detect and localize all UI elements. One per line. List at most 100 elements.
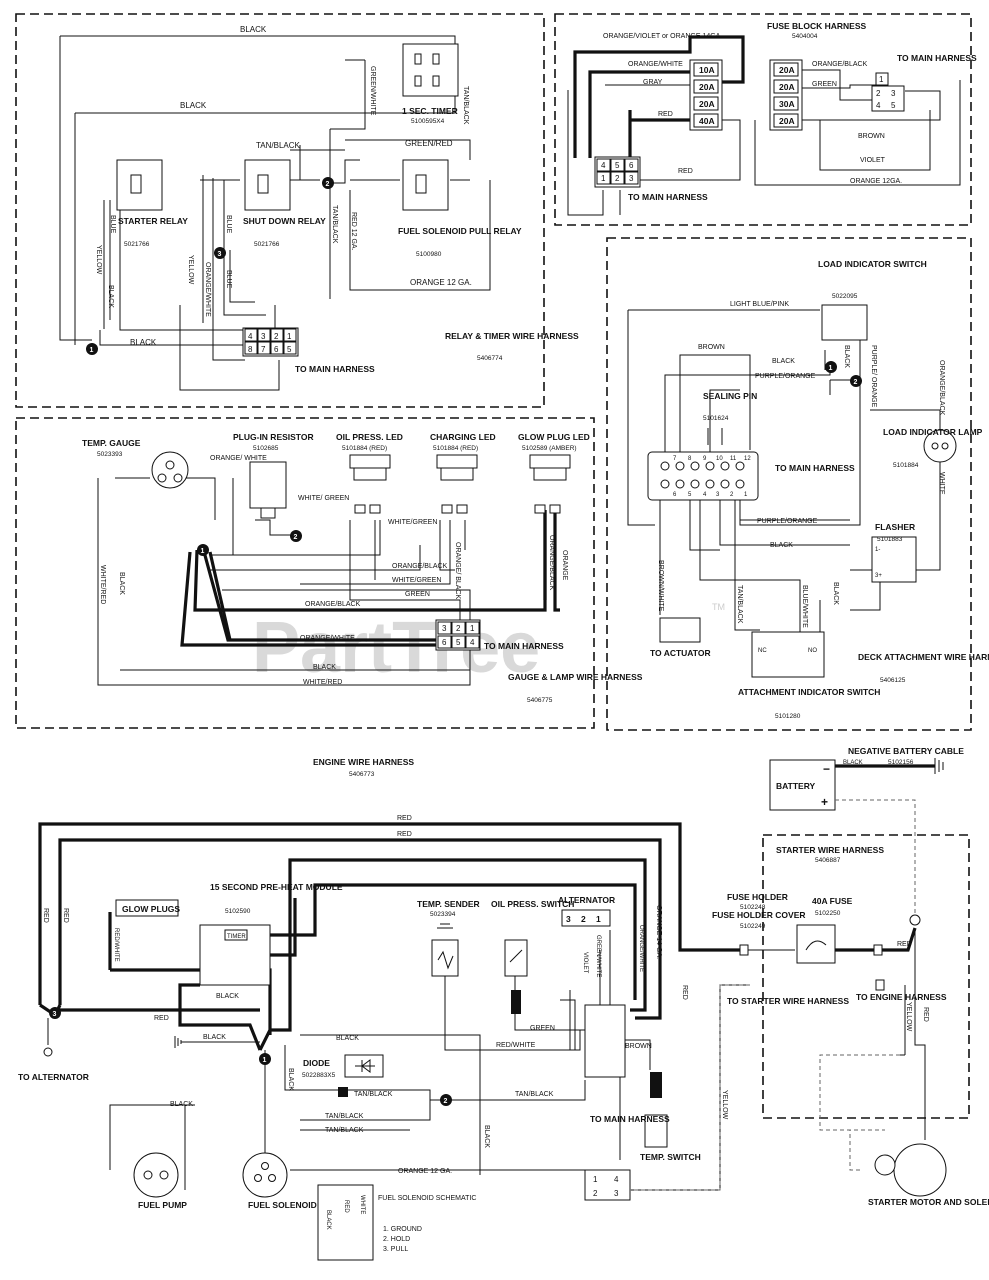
resistor-pn: 5102685 [253, 445, 279, 452]
shutdown-relay-label: SHUT DOWN RELAY [243, 216, 326, 226]
fs-wire: WHITE [359, 1195, 365, 1214]
wire-label: ORANGE/ BLACK [454, 542, 461, 600]
fuse-cover-pn: 5102249 [740, 923, 766, 930]
to-actuator-label: TO ACTUATOR [650, 648, 711, 658]
relay-conn-pin: 3 [261, 332, 266, 341]
fuel-solenoid-label: FUEL SOLENOID [248, 1200, 317, 1210]
wire-label: BLACK [287, 1068, 294, 1091]
flasher-terminal: 3+ [875, 573, 882, 579]
junction-label: 2 [294, 534, 298, 541]
charging-led-label: CHARGING LED [430, 432, 496, 442]
engine-conn-pin: 3 [614, 1189, 619, 1198]
wire-label: RED [154, 1015, 169, 1022]
wire-label: WHITE/RED [99, 565, 106, 604]
engine-conn-pin: 4 [614, 1175, 619, 1184]
wire-label: RED [62, 908, 69, 923]
wire-label: BLACK [336, 1035, 359, 1042]
junction-2 [440, 1094, 452, 1106]
wire-label: RED [42, 908, 49, 923]
neg-cable-pn: 5102156 [888, 759, 914, 766]
watermark: PartTree [252, 608, 540, 688]
timer-body [402, 43, 459, 97]
deck-pin: 5 [688, 492, 692, 498]
battery-section: BATTERY − + NEGATIVE BATTERY CABLE 51021… [769, 746, 964, 915]
wire-label: BROWN/WHITE [657, 560, 664, 612]
gauge-conn-pin: 5 [456, 638, 461, 647]
wire-label: RED/WHITE [113, 928, 119, 962]
wire-label: ORANGE/BLACK [548, 535, 555, 591]
wire-label: TAN/BLACK [325, 1127, 364, 1134]
wire-label: RED [897, 941, 912, 948]
wire-label: GREEN/WHITE [595, 935, 601, 977]
starter-solenoid-body [874, 1154, 896, 1176]
wire-label: YELLOW [95, 245, 102, 275]
engine-bottom-connector [584, 1169, 631, 1201]
gauge-conn-pin: 4 [470, 638, 475, 647]
relay-connector: 4 3 2 1 8 7 6 5 [242, 327, 299, 357]
wire-label: TAN/BLACK [331, 205, 338, 244]
junction-label: 1 [201, 548, 205, 555]
fuse-rating: 30A [779, 99, 795, 109]
wire-label: RED/WHITE [496, 1042, 536, 1049]
flasher-body [871, 536, 917, 583]
wire-label: GREEN [405, 591, 430, 598]
wire-label: BLACK [107, 285, 114, 308]
harness-title: GAUGE & LAMP WIRE HARNESS [508, 672, 643, 682]
harness-title: DECK ATTACHMENT WIRE HARNESS [858, 652, 989, 662]
starter-red-wire [830, 927, 917, 952]
fuse-conn-pin: 4 [601, 161, 606, 170]
fuse-conn-pin: 2 [615, 174, 620, 183]
harness-pn: 5406773 [349, 771, 375, 778]
oil-switch-label: OIL PRESS. SWITCH [491, 899, 574, 909]
fuse-right-pin: 2 [876, 89, 881, 98]
wire-label: BLUE [109, 215, 116, 234]
fuse-right-pin: 4 [876, 101, 881, 110]
harness-title: STARTER WIRE HARNESS [776, 845, 884, 855]
temp-gauge-body [151, 451, 189, 489]
timer-label: 1 SEC. TIMER [402, 106, 458, 116]
harness-pn: 5406775 [527, 697, 553, 704]
deck-pin: 9 [703, 456, 707, 462]
junction-3 [214, 247, 226, 259]
wire-label: BLACK [240, 25, 267, 34]
relay-timer-harness-border [15, 13, 545, 408]
fuse-conn-pin: 5 [615, 161, 620, 170]
deck-pin: 7 [673, 456, 677, 462]
fuel-solenoid-body [242, 1152, 288, 1198]
wire-label: TAN/BLACK [462, 86, 469, 125]
timer-pin [414, 53, 422, 65]
fuel-pump-terminal [159, 1170, 169, 1180]
wire-label: WHITE/GREEN [388, 519, 437, 526]
fuse-conn-pin: 6 [629, 161, 634, 170]
relay-conn-pin: 6 [274, 345, 279, 354]
fs-list-item: 1. GROUND [383, 1226, 422, 1233]
wire-label: BLACK [170, 1101, 193, 1108]
glow-led [529, 454, 571, 514]
harness-title: RELAY & TIMER WIRE HARNESS [445, 331, 579, 341]
wire-label: ORANGE/BLACK [305, 601, 361, 608]
alt-term: 3 [566, 914, 571, 924]
wire-label: PURPLE/ORANGE [757, 518, 818, 525]
ground-icon [934, 758, 944, 774]
wire-label: ORANGE/BLACK [812, 61, 868, 68]
fuse-block-left: 10A 20A 20A 40A [689, 59, 723, 131]
temp-switch-plug [650, 1072, 662, 1098]
wire-label: ORANGE/WHITE [300, 635, 355, 642]
wire-label: BLUE/WHITE [801, 585, 808, 628]
gauge-lamp-border [15, 417, 595, 729]
oil-led [349, 454, 391, 514]
ground-icon [174, 1036, 260, 1048]
wire-label: BLACK [130, 338, 157, 347]
ring-terminal-icon [43, 1047, 53, 1057]
fuse-conn-pin: 3 [629, 174, 634, 183]
wire-label: BLUE [225, 215, 232, 234]
wire-label: ORANGE 12 GA. [398, 1168, 452, 1175]
fuse-holder-body [796, 924, 836, 964]
glow-plugs-label: GLOW PLUGS [122, 904, 180, 914]
gauge-connector: 3 2 1 6 5 4 [435, 619, 481, 651]
deck-border [606, 237, 972, 731]
fuel-solenoid-terminal [261, 1162, 269, 1170]
sealing-pin-pn: 5101624 [703, 415, 729, 422]
wire-label: ORANGE/ WHITE [210, 455, 267, 462]
wire-label: ORANGE/VIOLET or ORANGE 14GA. [603, 33, 722, 40]
